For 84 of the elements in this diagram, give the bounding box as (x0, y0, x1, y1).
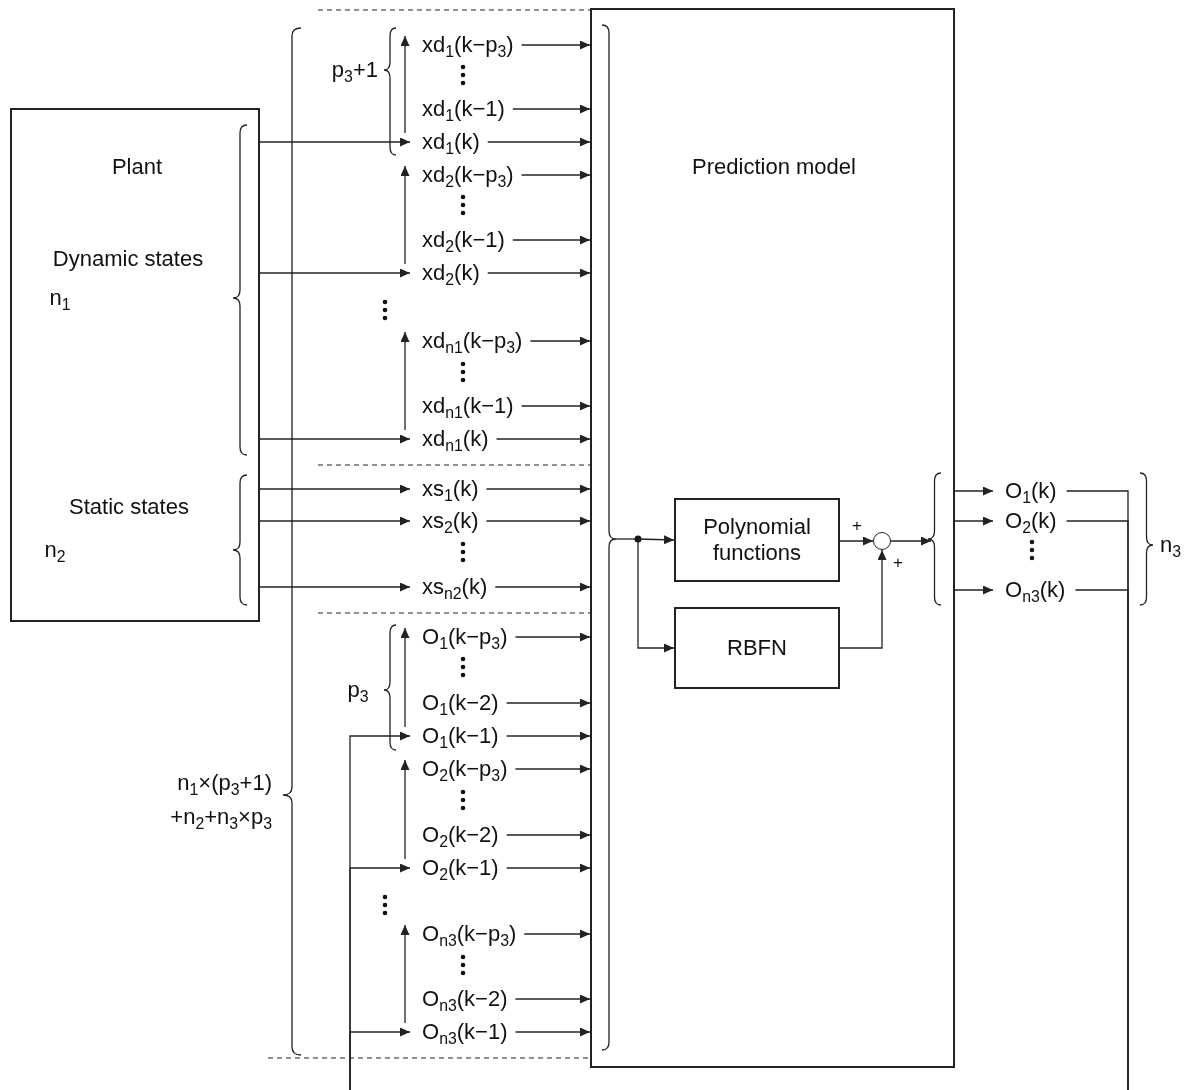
signal-label: xd$_{n1}$(k−1) (422, 393, 514, 419)
arrow (529, 336, 591, 346)
arrow (839, 536, 874, 546)
signal-label: xd$_{1}$(k) (422, 129, 480, 155)
arrow (514, 1027, 591, 1037)
arrow (400, 759, 410, 860)
signal-label: xd$_{2}$(k−1) (422, 227, 505, 253)
arrow (954, 585, 994, 595)
arrow (839, 549, 887, 649)
process-box (674, 607, 840, 689)
arrow (637, 535, 675, 545)
arrow (890, 536, 932, 546)
signal-label: xd$_{2}$(k) (422, 260, 480, 286)
arrow (954, 486, 994, 496)
arrow (521, 40, 591, 50)
arrow (349, 1027, 411, 1090)
arrow (954, 516, 994, 526)
arrow (400, 165, 410, 265)
signal-label: O$_{1}$(k−p$_{3}$) (422, 624, 508, 650)
arrow (506, 731, 591, 741)
arrow (637, 538, 675, 653)
node-label: Static states (69, 494, 189, 520)
arrow (400, 627, 410, 728)
signal-label: O$_{2}$(k−1) (422, 855, 499, 881)
arrow (521, 170, 591, 180)
bracket-label: n$_{3}$ (1160, 532, 1182, 558)
signal-label: O$_{1}$(k−1) (422, 723, 499, 749)
node-label: Polynomial functions (702, 513, 812, 567)
bracket-label: n$_{1}$ (49, 285, 71, 311)
output-label: O$_{1}$(k) (1005, 478, 1057, 504)
arrow (487, 268, 591, 278)
arrow (506, 863, 591, 873)
bracket-label: n$_{2}$ (44, 537, 66, 563)
arrow (259, 434, 411, 444)
arrow (487, 137, 591, 147)
process-box (674, 498, 840, 582)
arrow (506, 830, 591, 840)
signal-label: xd$_{n1}$(k−p$_{3}$) (422, 328, 523, 354)
signal-label: xs$_{2}$(k) (422, 508, 479, 534)
arrow (259, 137, 411, 147)
bracket-label: p$_{3}$+1 (331, 57, 378, 83)
signal-label: xd$_{1}$(k−1) (422, 96, 505, 122)
arrow (520, 401, 591, 411)
signal-label: xs$_{1}$(k) (422, 476, 479, 502)
arrow (400, 35, 410, 134)
connector-line (1074, 589, 1129, 1090)
bracket-label: p$_{3}$ (347, 677, 369, 703)
bracket-label: n$_{1}$×(p$_{3}$+1) +n$_{2}$+n$_{3}$×p$_{3}$ (169, 768, 272, 834)
arrow (400, 924, 410, 1024)
plant-box (10, 108, 260, 622)
arrow (495, 434, 591, 444)
node-label: RBFN (726, 634, 788, 662)
node-label: Dynamic states (52, 246, 204, 272)
arrow (485, 484, 591, 494)
arrow (259, 268, 411, 278)
signal-label: O$_{n3}$(k−2) (422, 986, 508, 1012)
signal-label: xd$_{2}$(k−p$_{3}$) (422, 162, 514, 188)
arrow (514, 632, 591, 642)
signal-label: xs$_{n2}$(k) (422, 574, 488, 600)
arrow (259, 516, 411, 526)
arrow (259, 484, 411, 494)
signal-label: O$_{2}$(k−2) (422, 822, 499, 848)
signal-label: O$_{n3}$(k−1) (422, 1019, 508, 1045)
arrow (514, 994, 591, 1004)
node-label: Prediction model (692, 154, 856, 180)
arrow (523, 929, 591, 939)
arrow (514, 764, 591, 774)
arrow (400, 331, 410, 431)
output-label: O$_{n3}$(k) (1005, 577, 1066, 603)
signal-label: xd$_{n1}$(k) (422, 426, 489, 452)
arrow (512, 104, 591, 114)
signal-label: O$_{n3}$(k−p$_{3}$) (422, 921, 517, 947)
arrow (259, 582, 411, 592)
arrow (512, 235, 591, 245)
arrow (506, 698, 591, 708)
signal-label: O$_{1}$(k−2) (422, 690, 499, 716)
model-box (590, 8, 955, 1068)
signal-label: O$_{2}$(k−p$_{3}$) (422, 756, 508, 782)
summing-junction (873, 532, 891, 550)
signal-label: xd$_{1}$(k−p$_{3}$) (422, 32, 514, 58)
output-label: O$_{2}$(k) (1005, 508, 1057, 534)
arrow (485, 516, 591, 526)
node-label: Plant (111, 154, 163, 180)
arrow (494, 582, 591, 592)
